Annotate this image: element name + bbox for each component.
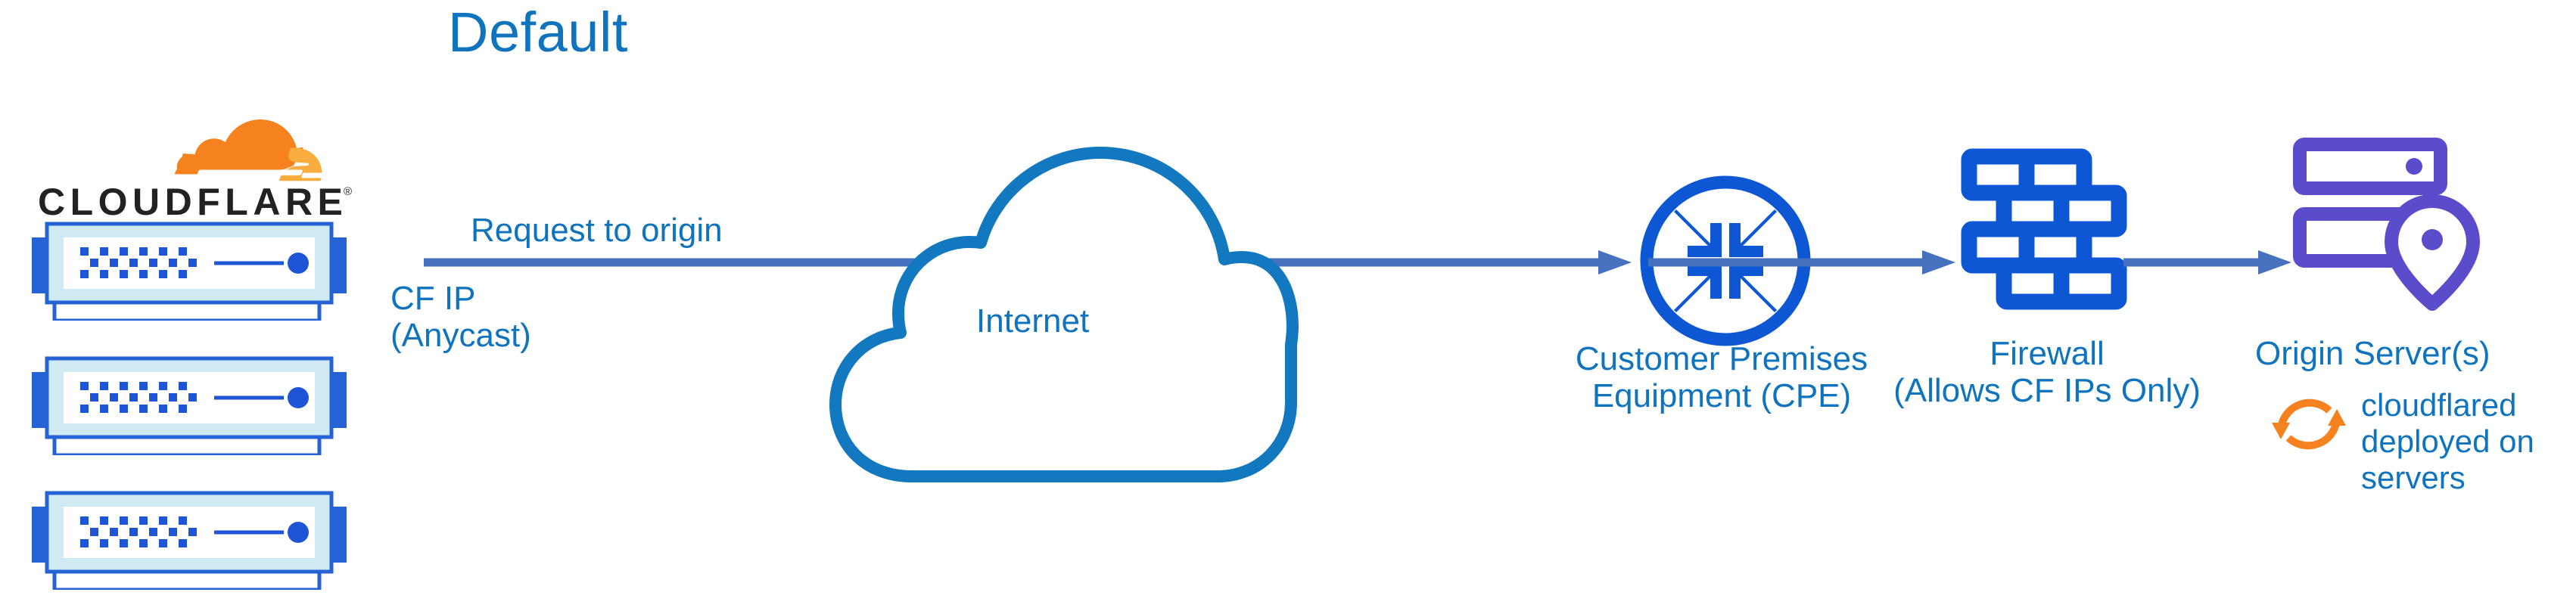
arrow-right-icon-firewall-origin	[2123, 246, 2294, 279]
brick-wall-icon	[1960, 147, 2130, 318]
edge-server-icon	[23, 340, 356, 455]
edge-server-icon	[23, 475, 356, 590]
svg-text:®: ®	[344, 185, 352, 198]
arrow-right-icon-cpe-firewall	[1648, 246, 1958, 279]
svg-text:CLOUDFLARE: CLOUDFLARE	[38, 181, 347, 221]
cpe-label: Customer Premises Equipment (CPE)	[1575, 340, 1868, 415]
orange-sync-arrows-icon	[2267, 382, 2350, 465]
firewall-label: Firewall (Allows CF IPs Only)	[1893, 335, 2201, 410]
origin-server-label: Origin Server(s)	[2255, 335, 2490, 372]
cloudflare-logo: CLOUDFLARE ®	[38, 106, 356, 221]
internet-cloud-icon	[825, 106, 1302, 484]
request-to-origin-label: Request to origin	[471, 212, 723, 249]
cloudflare-wordmark: CLOUDFLARE ®	[38, 181, 352, 221]
edge-server-icon	[23, 206, 356, 321]
server-rack-location-pin-icon	[2291, 136, 2488, 325]
cloudflared-label: cloudflared deployed on servers	[2361, 387, 2534, 495]
cloudflare-cloud-icon	[174, 119, 334, 181]
internet-label: Internet	[976, 302, 1090, 340]
page-title: Default	[448, 1, 628, 64]
cf-ip-anycast-label: CF IP (Anycast)	[390, 280, 531, 355]
